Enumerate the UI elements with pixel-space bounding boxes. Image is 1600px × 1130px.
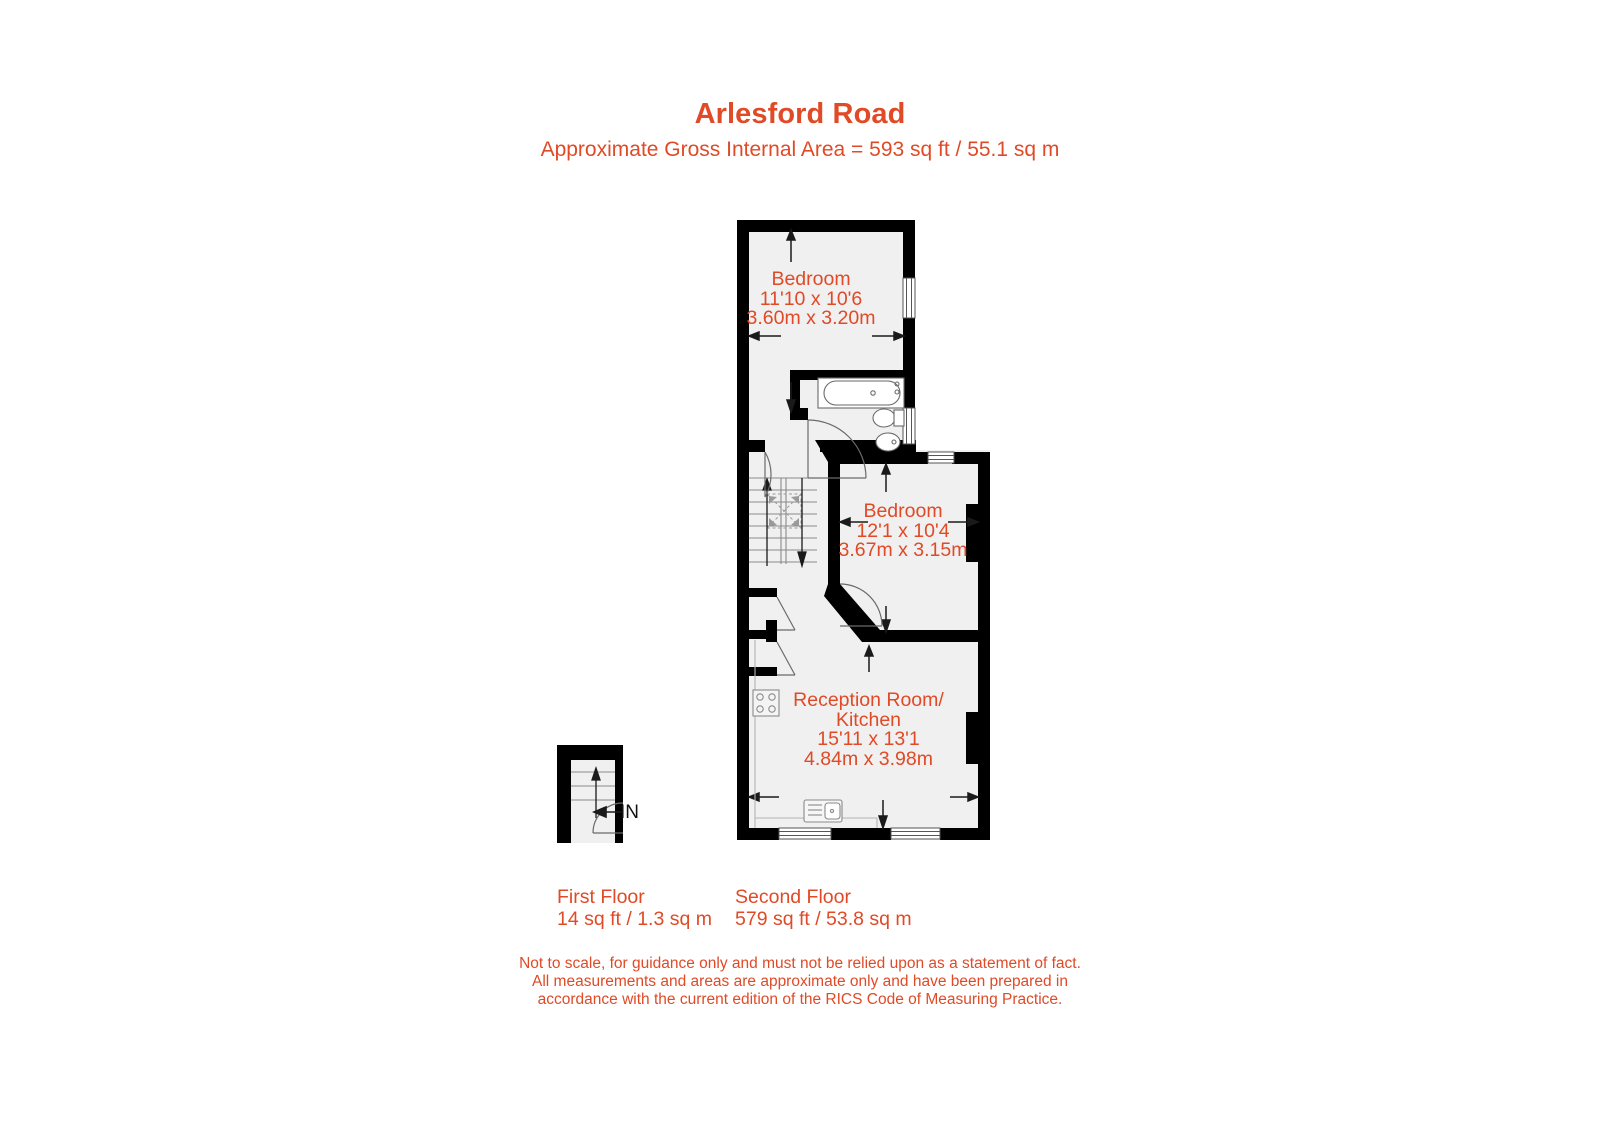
second-floor-plan bbox=[737, 220, 990, 840]
bedroom-2-dim-imperial: 12'1 x 10'4 bbox=[856, 519, 950, 542]
disclaimer-line-1: Not to scale, for guidance only and must… bbox=[519, 955, 1081, 972]
bedroom-1-dim-imperial: 11'10 x 10'6 bbox=[759, 287, 863, 310]
second-floor-area: 579 sq ft / 53.8 sq m bbox=[735, 908, 912, 930]
first-floor-area: 14 sq ft / 1.3 sq m bbox=[557, 908, 712, 930]
reception-dim-imperial: 15'11 x 13'1 bbox=[817, 728, 920, 750]
entrance-in-label: IN bbox=[620, 802, 639, 823]
first-floor-plan bbox=[557, 745, 624, 843]
bathroom-fixtures bbox=[817, 377, 905, 452]
windows bbox=[778, 277, 955, 840]
bedroom-2-name: Bedroom bbox=[863, 500, 943, 522]
room-label-bedroom-1: Bedroom 11'10 x 10'6 3.60m x 3.20m bbox=[722, 268, 900, 329]
disclaimer-line-3: accordance with the current edition of t… bbox=[537, 991, 1063, 1008]
door-swings bbox=[764, 419, 883, 676]
kitchen-fixtures bbox=[752, 640, 878, 828]
first-floor-name: First Floor bbox=[557, 886, 645, 908]
page-subtitle: Approximate Gross Internal Area = 593 sq… bbox=[540, 138, 1060, 161]
disclaimer-line-2: All measurements and areas are approxima… bbox=[532, 973, 1068, 990]
room-label-reception-kitchen: Reception Room/ Kitchen 15'11 x 13'1 4.8… bbox=[751, 689, 986, 770]
entrance-stairs bbox=[571, 771, 615, 801]
dimension-arrows bbox=[746, 227, 981, 831]
reception-name-line2: Kitchen bbox=[835, 708, 902, 731]
bedroom-2-dim-metric: 3.67m x 3.15m bbox=[838, 539, 968, 561]
room-label-bedroom-2: Bedroom 12'1 x 10'4 3.67m x 3.15m bbox=[818, 500, 988, 561]
bedroom-1-dim-metric: 3.60m x 3.20m bbox=[746, 307, 876, 329]
page-title: Arlesford Road bbox=[694, 98, 906, 130]
entrance-in-arrow bbox=[591, 805, 622, 819]
reception-name-line1: Reception Room/ bbox=[793, 689, 944, 711]
reception-dim-metric: 4.84m x 3.98m bbox=[804, 747, 933, 770]
bedroom-1-name: Bedroom bbox=[771, 268, 851, 290]
staircase bbox=[749, 477, 817, 569]
second-floor-name: Second Floor bbox=[735, 886, 851, 908]
